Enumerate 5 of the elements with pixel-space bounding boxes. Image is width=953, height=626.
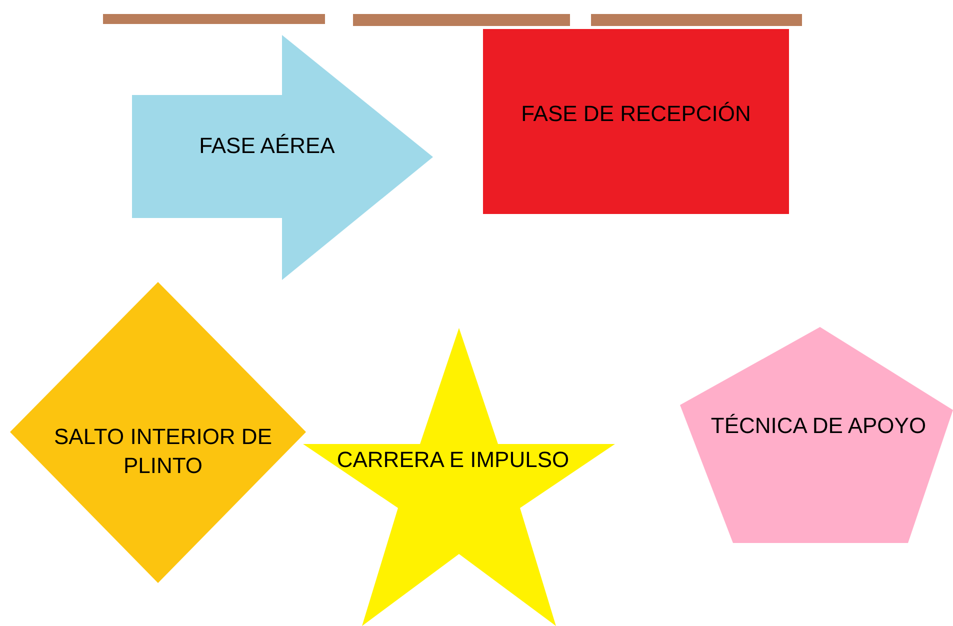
shape-label: SALTO INTERIOR DE PLINTO <box>52 423 273 480</box>
shape-label: FASE DE RECEPCIÓN <box>520 100 752 128</box>
shape-label: TÉCNICA DE APOYO <box>710 412 928 440</box>
shape-label: CARRERA E IMPULSO <box>336 446 570 474</box>
shape-label: FASE AÉREA <box>198 132 336 160</box>
